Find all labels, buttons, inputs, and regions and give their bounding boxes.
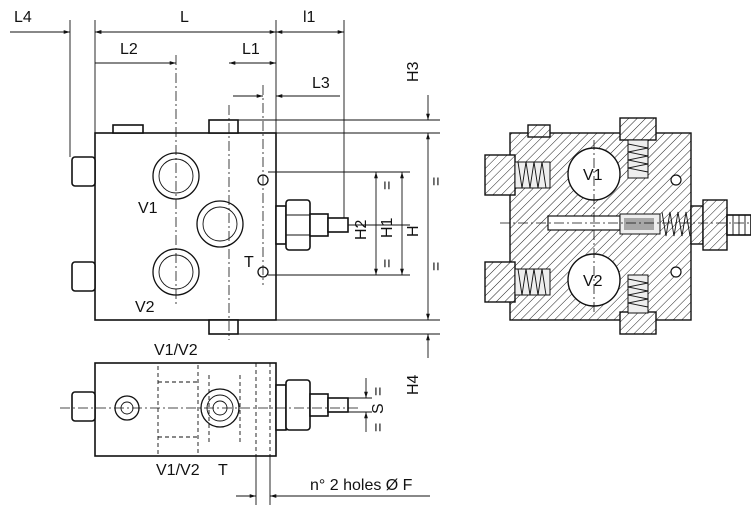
equal-mark-h1-upper: = — [379, 181, 396, 190]
valve-body-bottom — [94, 362, 277, 457]
valve-body-front — [94, 132, 277, 321]
label-v1v2-top: V1/V2 — [154, 342, 198, 359]
holes-note: n° 2 holes Ø F — [310, 477, 413, 494]
bottom-view: V1/V2 V1/V2 T S = = n° 2 holes Ø F — [60, 342, 430, 505]
dim-s: S — [370, 403, 387, 414]
dim-l2: L2 — [120, 41, 138, 58]
dim-h2: H2 — [353, 219, 370, 240]
equal-mark-s-upper: = — [370, 387, 387, 396]
equal-mark-h1-lower: = — [379, 259, 396, 268]
right-dimensions: H3 H H4 H1 H2 = = = = — [238, 61, 445, 395]
front-view: V1 T V2 — [71, 55, 349, 340]
label-t-bottom: T — [218, 462, 228, 479]
equal-mark-h-upper: = — [428, 177, 445, 186]
label-v1v2-bottom: V1/V2 — [156, 462, 200, 479]
dim-l1-lower: l1 — [303, 9, 316, 26]
port-p-front — [196, 200, 244, 248]
dim-h3: H3 — [405, 61, 422, 82]
dim-l3: L3 — [312, 75, 330, 92]
section-label-v2: V2 — [583, 273, 603, 290]
port-v2-front — [152, 248, 200, 296]
dim-l: L — [180, 9, 189, 26]
label-v1: V1 — [138, 200, 158, 217]
dim-l4: L4 — [14, 9, 32, 26]
top-dimensions: L4 L l1 L2 L1 L3 — [10, 9, 345, 218]
dim-h1: H1 — [379, 217, 396, 238]
port-side-bottom — [114, 395, 140, 421]
equal-mark-s-lower: = — [370, 423, 387, 432]
section-view: V1 V2 — [484, 117, 751, 335]
dim-l1: L1 — [242, 41, 260, 58]
dim-h4: H4 — [405, 374, 422, 395]
equal-mark-h-lower: = — [428, 262, 445, 271]
section-label-v1: V1 — [583, 167, 603, 184]
mounting-hole-top — [257, 174, 269, 186]
mounting-hole-bottom — [257, 266, 269, 278]
port-v1-front — [152, 152, 200, 200]
port-t-bottom — [200, 388, 240, 428]
label-v2: V2 — [135, 299, 155, 316]
dim-h: H — [405, 225, 422, 237]
label-t: T — [244, 254, 254, 271]
